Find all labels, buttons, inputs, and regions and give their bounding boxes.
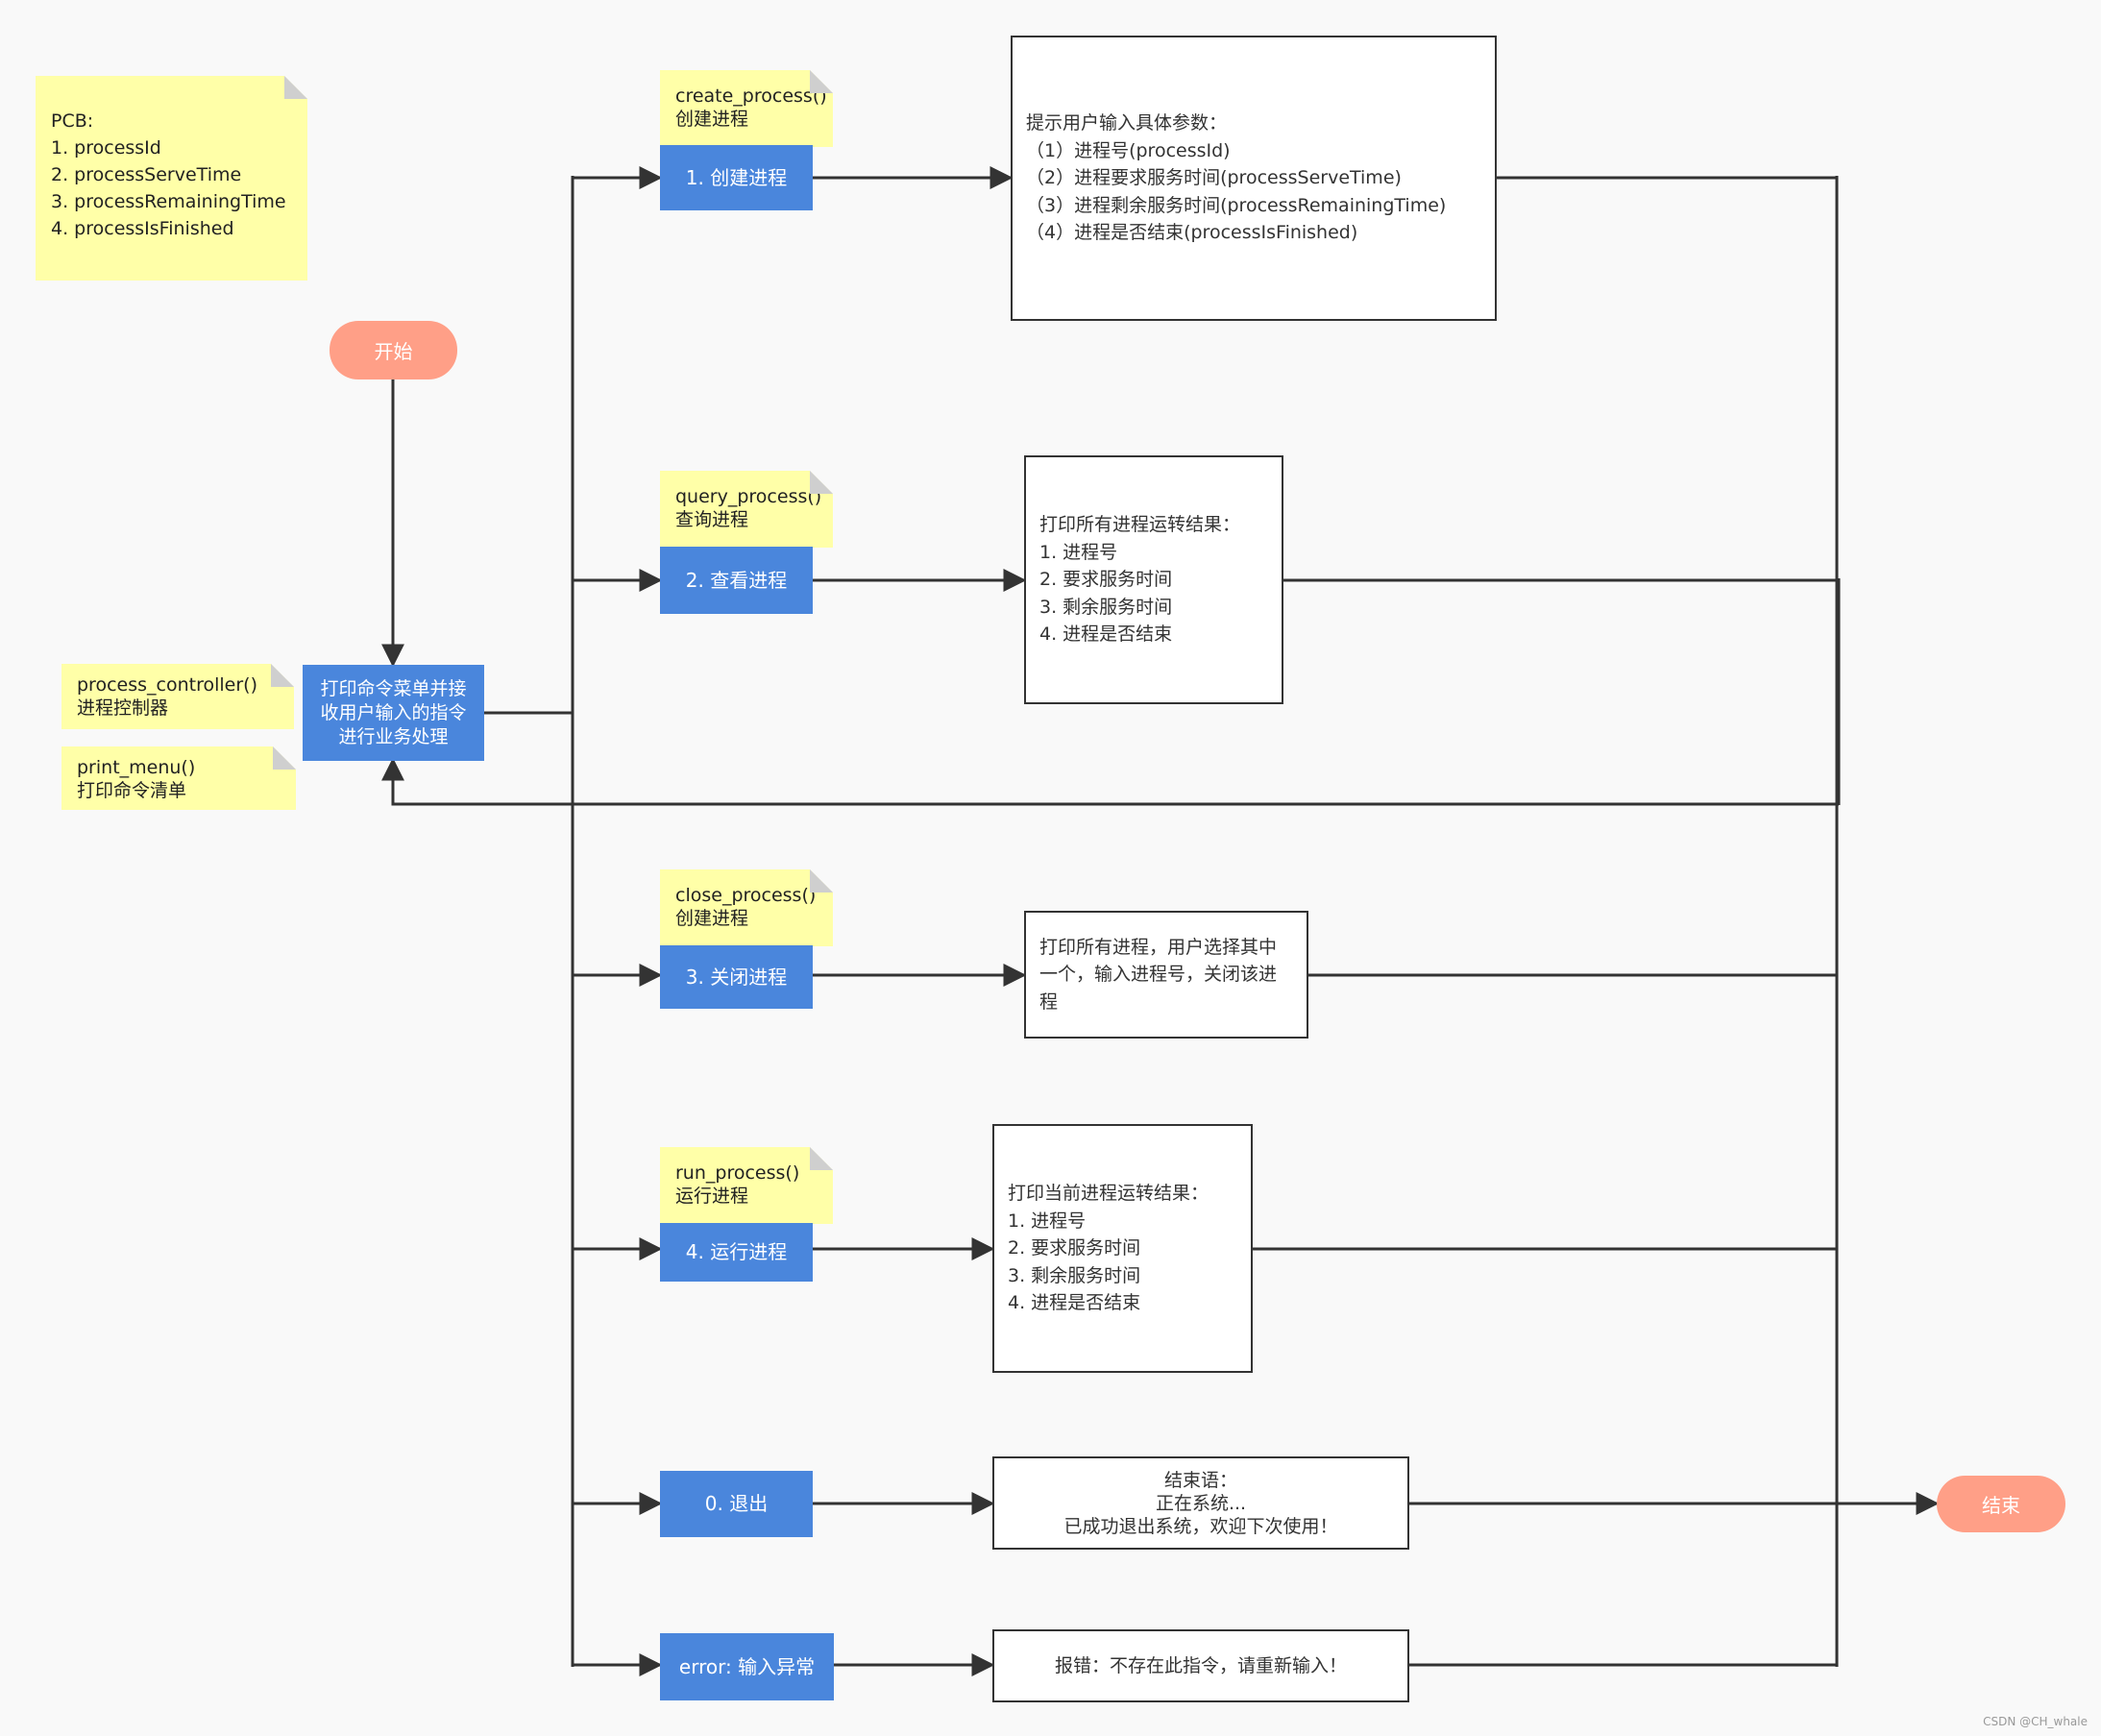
result-line: （2）进程要求服务时间(processServeTime) bbox=[1026, 167, 1402, 189]
controller-label-line: 收用户输入的指令 bbox=[320, 701, 467, 723]
pcb-title: PCB: bbox=[51, 110, 94, 132]
pcb-field: 4. processIsFinished bbox=[51, 218, 234, 239]
controller-block: 打印命令菜单并接 收用户输入的指令 进行业务处理 bbox=[303, 665, 484, 761]
button-label: 1. 创建进程 bbox=[685, 165, 788, 189]
pcb-field: 2. processServeTime bbox=[51, 164, 242, 185]
button-label: 2. 查看进程 bbox=[685, 568, 788, 592]
error-result-box: 报错：不存在此指令，请重新输入！ bbox=[992, 1629, 1409, 1702]
exit-button[interactable]: 0. 退出 bbox=[660, 1471, 813, 1537]
note-func-name: close_process() bbox=[675, 885, 817, 906]
create-result-box: 提示用户输入具体参数： （1）进程号(processId) （2）进程要求服务时… bbox=[1011, 36, 1497, 321]
result-line: 1. 进程号 bbox=[1008, 1210, 1087, 1232]
result-line: 提示用户输入具体参数： bbox=[1026, 112, 1228, 134]
result-line: 4. 进程是否结束 bbox=[1008, 1292, 1141, 1314]
controller-label-line: 进行业务处理 bbox=[338, 725, 449, 747]
result-line: 正在系统... bbox=[1155, 1492, 1247, 1514]
query-result-box: 打印所有进程运转结果： 1. 进程号 2. 要求服务时间 3. 剩余服务时间 4… bbox=[1024, 455, 1283, 704]
pcb-field: 3. processRemainingTime bbox=[51, 191, 286, 212]
result-line: 一个，输入进程号，关闭该进 bbox=[1039, 964, 1278, 986]
note-description: 查询进程 bbox=[675, 509, 749, 530]
button-label: 3. 关闭进程 bbox=[685, 965, 788, 989]
exit-result-box: 结束语： 正在系统... 已成功退出系统，欢迎下次使用！ bbox=[992, 1456, 1409, 1550]
note-func-name: print_menu() bbox=[77, 757, 196, 778]
result-line: 打印所有进程运转结果： bbox=[1039, 514, 1241, 536]
watermark: CSDN @CH_whale bbox=[1983, 1715, 2088, 1728]
close-process-button[interactable]: 3. 关闭进程 bbox=[660, 945, 813, 1009]
result-line: 2. 要求服务时间 bbox=[1008, 1237, 1141, 1259]
result-line: 程 bbox=[1039, 990, 1059, 1013]
result-line: 打印当前进程运转结果： bbox=[1008, 1183, 1209, 1205]
result-line: 3. 剩余服务时间 bbox=[1008, 1264, 1141, 1286]
create-process-note: create_process() 创建进程 bbox=[660, 70, 833, 147]
note-func-name: query_process() bbox=[675, 486, 822, 507]
end-terminal: 结束 bbox=[1937, 1476, 2065, 1532]
run-process-note: run_process() 运行进程 bbox=[660, 1147, 833, 1224]
result-line: 报错：不存在此指令，请重新输入！ bbox=[1054, 1655, 1347, 1676]
run-process-button[interactable]: 4. 运行进程 bbox=[660, 1223, 813, 1282]
start-label: 开始 bbox=[374, 340, 413, 363]
note-description: 运行进程 bbox=[675, 1186, 749, 1207]
result-line: 已成功退出系统，欢迎下次使用！ bbox=[1063, 1515, 1338, 1537]
button-label: 0. 退出 bbox=[704, 1492, 769, 1515]
return-to-controller-arrow bbox=[381, 757, 1839, 806]
run-result-box: 打印当前进程运转结果： 1. 进程号 2. 要求服务时间 3. 剩余服务时间 4… bbox=[992, 1124, 1253, 1373]
input-error-button[interactable]: error: 输入异常 bbox=[660, 1633, 834, 1700]
result-line: （3）进程剩余服务时间(processRemainingTime) bbox=[1026, 194, 1447, 216]
controller-label-line: 打印命令菜单并接 bbox=[320, 677, 467, 699]
create-process-button[interactable]: 1. 创建进程 bbox=[660, 145, 813, 210]
note-func-name: create_process() bbox=[675, 86, 827, 107]
button-label: 4. 运行进程 bbox=[685, 1240, 788, 1263]
result-line: 3. 剩余服务时间 bbox=[1039, 596, 1173, 618]
end-label: 结束 bbox=[1982, 1494, 2020, 1517]
close-result-box: 打印所有进程，用户选择其中 一个，输入进程号，关闭该进 程 bbox=[1024, 911, 1308, 1039]
controller-note: process_controller() 进程控制器 bbox=[61, 664, 294, 729]
pcb-field: 1. processId bbox=[51, 137, 161, 159]
result-line: 1. 进程号 bbox=[1039, 541, 1118, 563]
button-label: error: 输入异常 bbox=[678, 1654, 816, 1678]
start-terminal: 开始 bbox=[330, 321, 457, 379]
result-line: 4. 进程是否结束 bbox=[1039, 623, 1173, 646]
result-line: 结束语： bbox=[1163, 1469, 1237, 1491]
note-description: 打印命令清单 bbox=[77, 780, 187, 801]
result-line: 打印所有进程，用户选择其中 bbox=[1039, 936, 1278, 958]
note-func-name: run_process() bbox=[675, 1162, 800, 1184]
note-func-name: process_controller() bbox=[77, 674, 257, 696]
query-process-button[interactable]: 2. 查看进程 bbox=[660, 547, 813, 614]
result-line: 2. 要求服务时间 bbox=[1039, 569, 1173, 591]
result-line: （4）进程是否结束(processIsFinished) bbox=[1026, 222, 1358, 244]
result-line: （1）进程号(processId) bbox=[1026, 139, 1231, 161]
query-process-note: query_process() 查询进程 bbox=[660, 471, 833, 548]
print-menu-note: print_menu() 打印命令清单 bbox=[61, 746, 296, 810]
close-process-note: close_process() 创建进程 bbox=[660, 869, 833, 946]
note-description: 创建进程 bbox=[675, 908, 749, 929]
pcb-note: PCB: 1. processId 2. processServeTime 3.… bbox=[36, 76, 307, 281]
note-description: 进程控制器 bbox=[77, 697, 169, 719]
note-description: 创建进程 bbox=[675, 109, 749, 130]
